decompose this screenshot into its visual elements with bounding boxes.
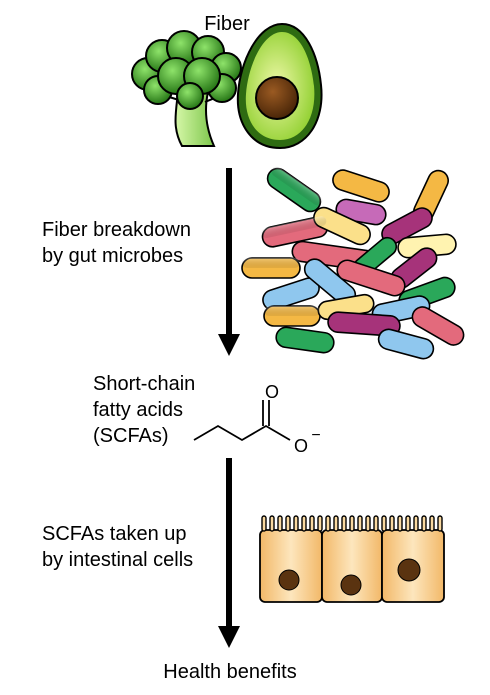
molecule-oxygen-side: O [294, 436, 308, 456]
breakdown-label-line2: by gut microbes [42, 245, 184, 267]
uptake-label-line2: by intestinal cells [42, 549, 194, 571]
fiber-label: Fiber [204, 13, 250, 35]
scfa-label-line3: (SCFAs) [93, 425, 169, 447]
arrow-fiber-to-scfa [218, 168, 240, 356]
nucleus [340, 574, 362, 596]
nucleus [278, 569, 300, 591]
molecule-charge: − [311, 427, 320, 444]
arrow-scfa-to-benefits [218, 458, 240, 648]
nucleus [397, 558, 421, 582]
uptake-label-line1: SCFAs taken up [42, 523, 187, 545]
breakdown-label-line1: Fiber breakdown [42, 219, 191, 241]
butyrate-molecule-icon [193, 400, 291, 442]
broccoli-icon [131, 30, 242, 147]
avocado-icon [236, 22, 323, 150]
gut-microbes-icon [241, 166, 465, 360]
molecule-oxygen-top: O [265, 382, 279, 402]
scfa-label-line2: fatty acids [93, 399, 184, 421]
health-benefits-label: Health benefits [163, 661, 297, 683]
scfa-label-line1: Short-chain [93, 373, 196, 395]
intestinal-cells-icon [259, 515, 445, 603]
